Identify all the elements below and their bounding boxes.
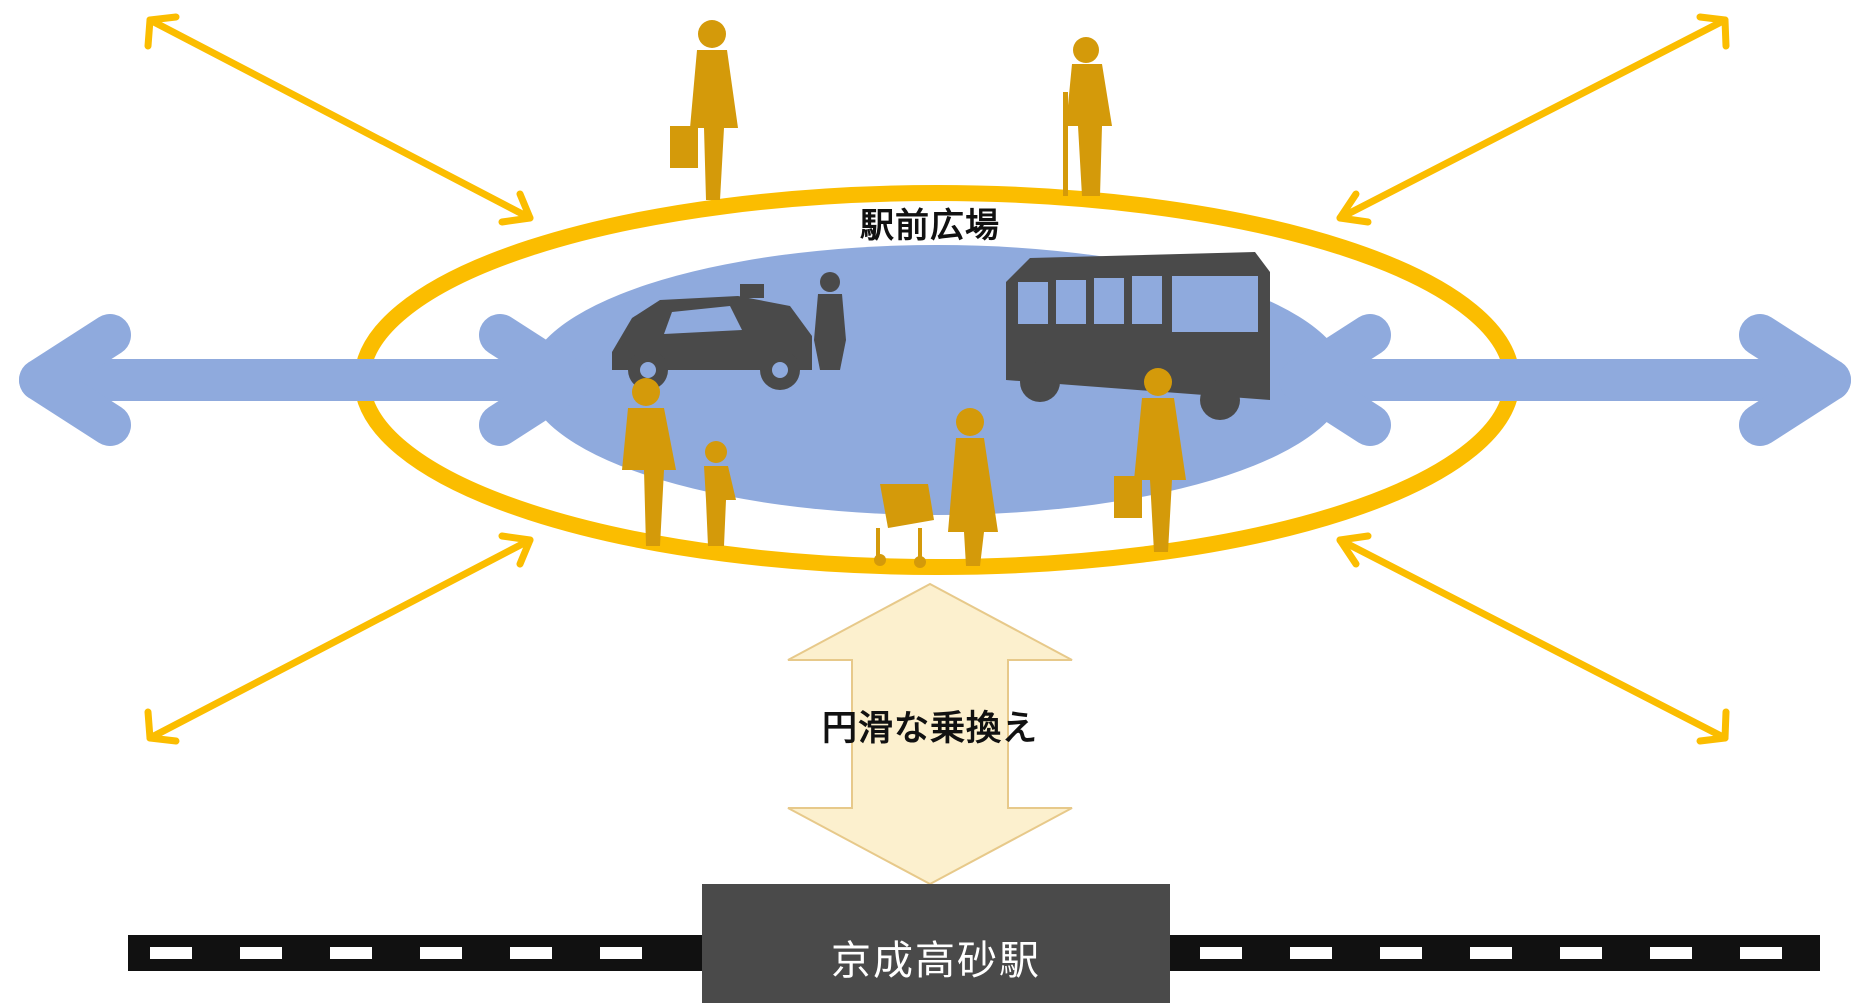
arrow-lower-left <box>144 532 534 745</box>
arrow-left <box>19 314 591 446</box>
horizontal-arrows <box>19 314 1851 446</box>
transfer-label: 円滑な乗換え <box>821 709 1038 749</box>
taxi-icon <box>612 284 812 390</box>
railway-track <box>128 935 1820 971</box>
arrow-lower-right <box>1336 532 1730 745</box>
woman-with-bag-icon <box>1114 368 1186 552</box>
arrow-right <box>1279 314 1851 446</box>
station-box <box>702 884 1170 1003</box>
elderly-person-with-cane-icon <box>1063 37 1112 196</box>
plaza-label: 駅前広場 <box>860 206 1000 246</box>
parent-and-child-icon <box>622 378 736 546</box>
station-name: 京成高砂駅 <box>831 938 1041 984</box>
diagonal-arrows <box>144 13 1730 745</box>
woman-with-shopping-bag-icon <box>670 20 738 200</box>
bus-icon <box>1006 252 1270 420</box>
arrow-upper-right <box>1336 13 1730 226</box>
parent-with-stroller-icon <box>874 408 998 568</box>
arrow-upper-left <box>144 13 534 226</box>
taxi-driver-icon <box>814 272 846 370</box>
